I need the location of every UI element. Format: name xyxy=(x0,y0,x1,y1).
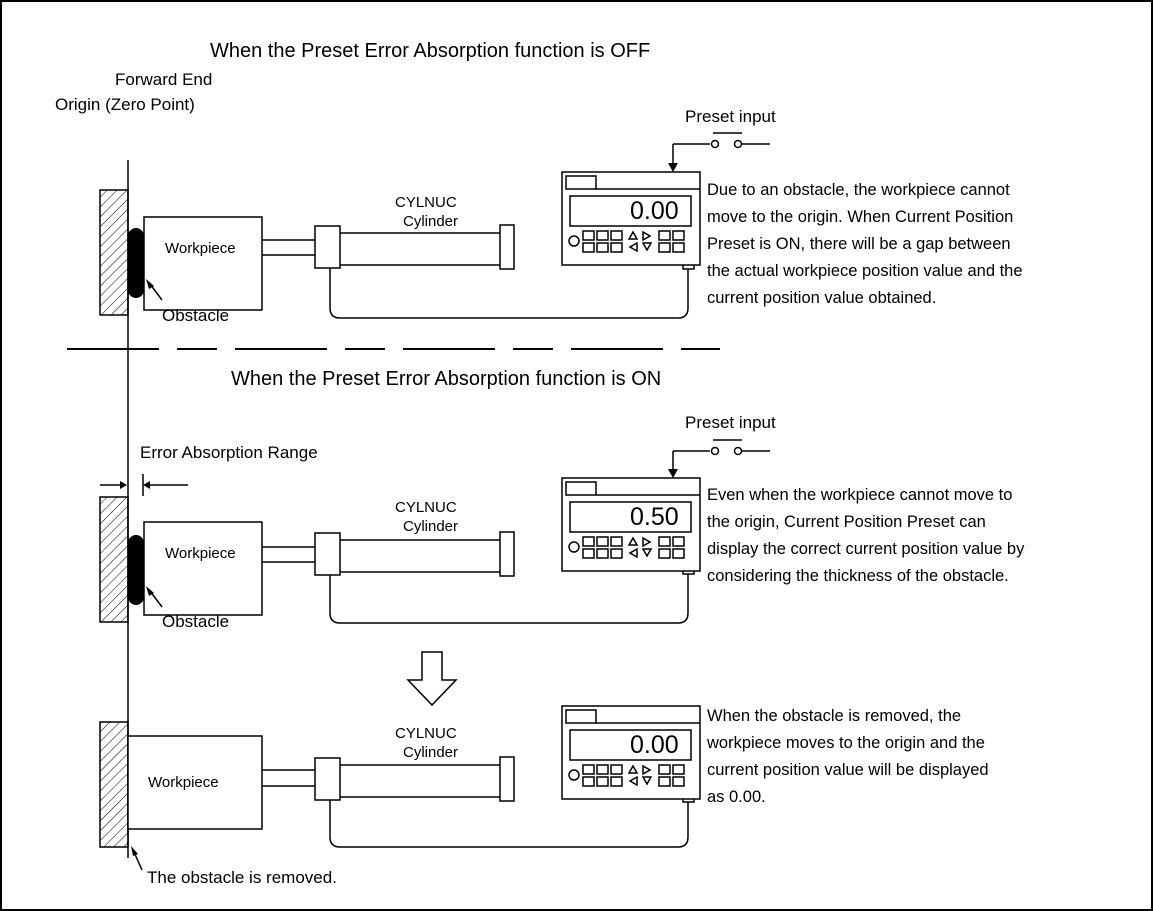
on-obstacle xyxy=(128,535,144,605)
removed-desc-line4: as 0.00. xyxy=(707,788,766,806)
off-workpiece-box xyxy=(143,216,263,311)
origin-label-line1: Forward End xyxy=(115,70,212,89)
removed-cylinder xyxy=(262,756,695,848)
on-obstacle-pointer xyxy=(146,586,163,608)
removed-label: The obstacle is removed. xyxy=(147,868,337,887)
removed-pointer xyxy=(131,846,143,871)
error-range-label: Error Absorption Range xyxy=(140,443,318,462)
off-desc-line3: Preset is ON, there will be a gap betwee… xyxy=(707,235,1011,253)
off-controller xyxy=(561,171,701,266)
on-workpiece-label: Workpiece xyxy=(165,545,236,562)
on-preset-label: Preset input xyxy=(685,413,776,432)
on-display-value: 0.50 xyxy=(630,503,679,531)
off-cylinder-label1: CYLNUC xyxy=(395,194,457,211)
on-desc-line3: display the correct current position val… xyxy=(707,540,1025,558)
off-workpiece-label: Workpiece xyxy=(165,240,236,257)
on-desc-line2: the origin, Current Position Preset can xyxy=(707,513,986,531)
off-display-value: 0.00 xyxy=(630,197,679,225)
off-desc-line2: move to the origin. When Current Positio… xyxy=(707,208,1013,226)
down-arrow-icon xyxy=(406,651,458,707)
origin-label-line2: Origin (Zero Point) xyxy=(55,95,195,114)
off-cylinder-label2: Cylinder xyxy=(403,213,458,230)
on-workpiece-box xyxy=(143,521,263,616)
on-desc-line1: Even when the workpiece cannot move to xyxy=(707,486,1012,504)
on-controller xyxy=(561,477,701,572)
on-title: When the Preset Error Absorption functio… xyxy=(231,368,661,390)
off-desc-line5: current position value obtained. xyxy=(707,289,936,307)
off-title: When the Preset Error Absorption functio… xyxy=(210,40,650,62)
off-obstacle-pointer xyxy=(146,279,163,301)
removed-wall xyxy=(99,721,129,848)
on-cylinder-label1: CYLNUC xyxy=(395,499,457,516)
off-obstacle-label: Obstacle xyxy=(162,306,229,325)
removed-desc-line3: current position value will be displayed xyxy=(707,761,989,779)
off-desc-line4: the actual workpiece position value and … xyxy=(707,262,1023,280)
removed-workpiece-box xyxy=(127,735,263,830)
on-obstacle-label: Obstacle xyxy=(162,612,229,631)
on-cylinder-label2: Cylinder xyxy=(403,518,458,535)
removed-cylinder-label2: Cylinder xyxy=(403,744,458,761)
removed-desc-line2: workpiece moves to the origin and the xyxy=(706,734,985,752)
off-wall xyxy=(99,189,129,316)
off-desc-line1: Due to an obstacle, the workpiece cannot xyxy=(707,181,1010,199)
removed-cylinder-label1: CYLNUC xyxy=(395,725,457,742)
removed-workpiece-label: Workpiece xyxy=(148,774,219,791)
removed-display-value: 0.00 xyxy=(630,731,679,759)
error-range-marker xyxy=(100,474,188,496)
on-wall xyxy=(99,496,129,623)
off-preset-label: Preset input xyxy=(685,107,776,126)
off-cylinder xyxy=(262,224,695,319)
off-obstacle xyxy=(128,228,144,298)
on-desc-line4: considering the thickness of the obstacl… xyxy=(707,567,1009,585)
off-preset-switch xyxy=(668,132,770,172)
removed-controller xyxy=(561,705,701,800)
on-preset-switch xyxy=(668,439,770,478)
removed-desc-line1: When the obstacle is removed, the xyxy=(707,707,961,725)
